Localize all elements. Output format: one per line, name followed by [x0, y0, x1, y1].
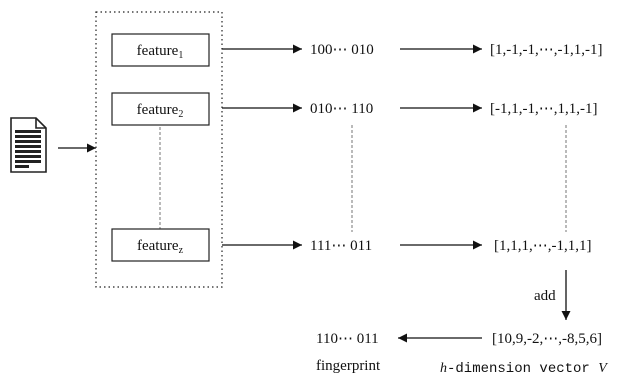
weight-vector-z: [1,1,1,⋯,-1,1,1] — [494, 238, 592, 254]
document-icon — [10, 117, 47, 173]
feature-label-2: feature2 — [137, 102, 184, 120]
feature-box-2 — [111, 92, 210, 126]
feature-label-z: featurez — [137, 238, 184, 256]
vector-label: h-dimension vector V — [440, 361, 608, 377]
feature-box-z — [111, 228, 210, 262]
hash-bits-z: 111⋯ 011 — [310, 238, 372, 254]
hash-bits-1: 100⋯ 010 — [310, 42, 374, 58]
fingerprint-bits: 110⋯ 011 — [316, 331, 379, 347]
fingerprint-label: fingerprint — [316, 358, 381, 374]
feature-label-1: feature1 — [137, 43, 184, 61]
weight-vector-2: [-1,1,-1,⋯,1,1,-1] — [490, 101, 597, 117]
add-label: add — [534, 288, 556, 304]
feature-set-box — [95, 11, 223, 288]
sum-vector: [10,9,-2,⋯,-8,5,6] — [492, 331, 602, 347]
weight-vector-1: [1,-1,-1,⋯,-1,1,-1] — [490, 42, 602, 58]
feature-box-1 — [111, 33, 210, 67]
hash-bits-2: 010⋯ 110 — [310, 101, 373, 117]
